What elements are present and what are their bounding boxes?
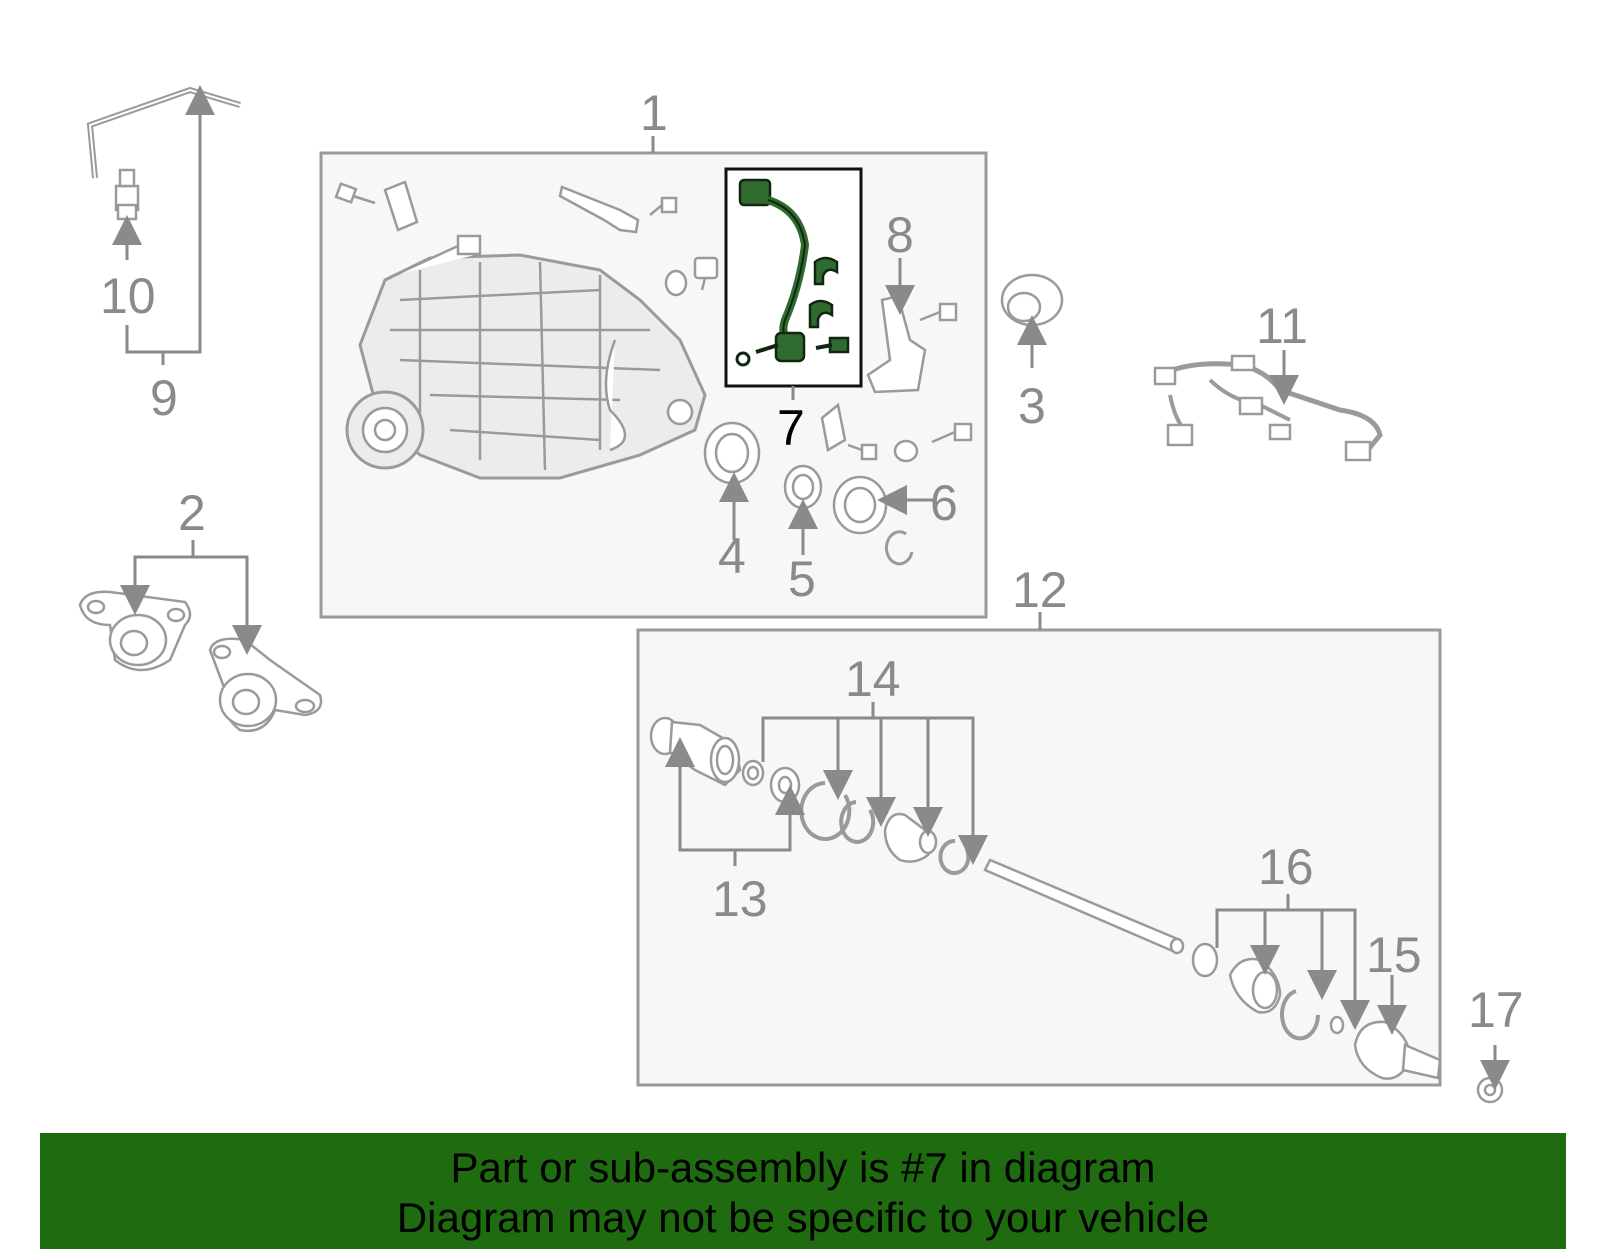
- part-17-nut: [1476, 1076, 1504, 1104]
- bolt-top-left: [334, 182, 376, 205]
- bolt-top-right: [649, 196, 678, 216]
- banner-line-1: Part or sub-assembly is #7 in diagram: [450, 1144, 1156, 1191]
- callout-8: 8: [886, 207, 914, 263]
- callout-2: 2: [178, 485, 206, 541]
- callout-1: 1: [640, 85, 668, 141]
- callout-13: 13: [712, 871, 768, 927]
- callout-5: 5: [788, 551, 816, 607]
- notice-banner: Part or sub-assembly is #7 in diagram Di…: [40, 1133, 1566, 1249]
- banner-line-2: Diagram may not be specific to your vehi…: [396, 1194, 1210, 1241]
- callout-17: 17: [1468, 982, 1524, 1038]
- washer-and-plug: [664, 256, 719, 297]
- callout-16: 16: [1258, 839, 1314, 895]
- callout-10: 10: [100, 268, 156, 324]
- callout-6: 6: [930, 475, 958, 531]
- callout-7: 7: [777, 400, 805, 456]
- snap-ring: [884, 530, 914, 566]
- driveshaft-gear: [769, 766, 801, 804]
- part-7-speed-sensor: [735, 178, 850, 367]
- callout-4: 4: [718, 528, 746, 584]
- assembly-box-12: [636, 628, 1442, 1087]
- part-2-mount-right: [208, 637, 323, 733]
- clamp-band-1: [799, 781, 852, 841]
- callout-14: 14: [845, 651, 901, 707]
- callout-12: 12: [1012, 562, 1068, 618]
- bolt-8: [919, 302, 958, 322]
- driveshaft-small-ring: [741, 759, 765, 787]
- callout-15: 15: [1366, 927, 1422, 983]
- part-15-inner-joint: [1353, 1020, 1442, 1080]
- bracket-strip: [558, 185, 640, 234]
- washer-small: [893, 439, 919, 463]
- bolt-small-1: [847, 443, 878, 461]
- callout-3: 3: [1018, 378, 1046, 434]
- part-9-vent-hose: [86, 86, 241, 179]
- bracket-top-left: [383, 180, 419, 232]
- driveshaft-bar: [983, 858, 1185, 955]
- callout-9: 9: [150, 370, 178, 426]
- small-bracket: [820, 402, 847, 452]
- differential-housing: [345, 234, 707, 480]
- callout-11: 11: [1256, 298, 1308, 354]
- part-10-breather: [114, 168, 140, 221]
- part-11-wire-harness: [1153, 354, 1383, 462]
- part-3-mount: [1000, 273, 1064, 327]
- bolt-small-2: [931, 422, 973, 444]
- part-2-mount-left: [78, 590, 192, 672]
